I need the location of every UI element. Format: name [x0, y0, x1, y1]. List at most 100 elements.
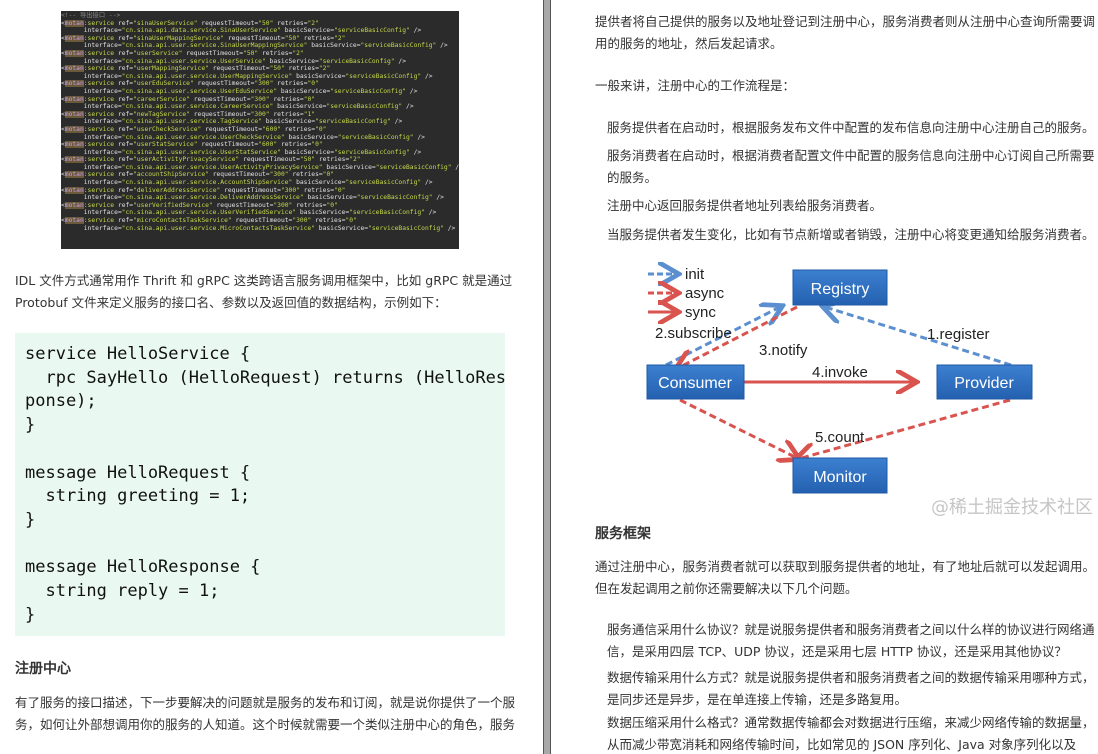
code-line: interface="cn.sina.api.user.service.User…: [61, 164, 459, 172]
code-attr: interface=: [61, 87, 122, 95]
code-tag: :service: [83, 19, 115, 27]
code-attr: requestTimeout=: [197, 141, 259, 149]
code-tag: :service: [83, 186, 115, 194]
code-tag: :service: [83, 201, 115, 209]
code-tag-prefix: motan: [64, 95, 84, 103]
registry-paragraph: 有了服务的接口描述，下一步要解决的问题就是服务的发布和订阅，就是说你提供了一个服…: [15, 692, 515, 735]
code-attr: ref=: [114, 125, 134, 133]
legend-init-label: init: [685, 266, 705, 283]
code-attr: retries=: [299, 34, 335, 42]
notify-label: 3.notify: [759, 342, 808, 359]
code-line: <motan:service ref="userEduService" requ…: [61, 80, 459, 88]
code-punct: <: [61, 141, 65, 149]
text-line: 用的服务的地址，然后发起请求。: [595, 35, 783, 51]
code-basic-service: "serviceBasicConfig": [337, 133, 414, 141]
registry-label: Registry: [811, 281, 870, 298]
code-line: interface="cn.sina.api.user.service.User…: [61, 88, 459, 96]
code-tag: :service: [83, 34, 115, 42]
code-line: interface="cn.sina.api.user.service.User…: [61, 73, 459, 81]
monitor-node: [792, 457, 888, 494]
code-punct: <: [61, 217, 65, 225]
text-line: 服务提供者在启动时，根据服务发布文件中配置的发布信息向注册中心注册自己的服务。: [607, 120, 1095, 135]
code-attr: basicService=: [307, 42, 361, 50]
code-interface: "cn.sina.api.user.service.MicroContactsT…: [121, 224, 316, 232]
code-interface: "cn.sina.api.user.service.UserActivityPr…: [121, 163, 323, 171]
code-timeout: "50": [284, 34, 300, 42]
text-line: 是同步还是异步，是在单连接上传输，还是多路复用。: [607, 691, 908, 707]
code-attr: basicService=: [292, 179, 346, 187]
code-tag: :service: [83, 110, 115, 118]
code-punct: <: [61, 156, 65, 164]
code-attr: retries=: [288, 171, 323, 179]
code-tag: :service: [83, 80, 115, 88]
code-line: <motan:service ref="userActivityPrivacyS…: [61, 156, 459, 164]
code-retries: "1": [303, 110, 316, 118]
code-punct: />: [409, 148, 422, 156]
workflow-intro: 一般来讲，注册中心的工作流程是：: [595, 78, 796, 93]
code-retries: "0": [322, 171, 335, 179]
code-ref: "accountShipService": [133, 171, 209, 179]
code-tag-prefix: motan: [64, 19, 84, 27]
code-timeout: "300": [254, 80, 274, 88]
code-punct: <: [61, 171, 65, 179]
code-punct: <: [61, 186, 65, 194]
code-tag: :service: [83, 125, 115, 133]
idl-paragraph: IDL 文件方式通常用作 Thrift 和 gRPC 这类跨语言服务调用框架中，…: [15, 270, 512, 313]
invoke-label: 4.invoke: [812, 364, 868, 381]
code-ref: "userEduService": [133, 80, 194, 88]
registry-architecture-diagram: init async sync Registry Consumer Provid…: [646, 262, 1033, 494]
code-line: interface="cn.sina.api.user.service.TagS…: [61, 118, 459, 126]
code-basic-service: "serviceBasicConfig": [356, 194, 433, 202]
code-retries: "2": [307, 19, 319, 27]
code-line: interface="cn.sina.api.user.service.User…: [61, 149, 459, 157]
text-line: 数据压缩采用什么格式？通常数据传输都会对数据进行压缩，来减少网络传输的数据量，: [607, 715, 1095, 730]
code-line: interface="cn.sina.api.user.service.Sina…: [61, 42, 459, 50]
code-line: interface="cn.sina.api.user.service.User…: [61, 134, 459, 142]
consumer-label: Consumer: [658, 375, 732, 392]
code-interface: "cn.sina.api.user.service.UserService": [121, 57, 266, 65]
code-punct: <: [61, 49, 65, 57]
code-punct: <: [61, 65, 65, 73]
code-attr: retries=: [277, 141, 312, 149]
code-attr: interface=: [61, 72, 122, 80]
code-retries: "0": [303, 95, 316, 103]
code-line: <motan:service ref="sinaUserService" req…: [61, 19, 459, 28]
code-line: <motan:service ref="userMappingService" …: [61, 65, 459, 73]
code-line: <!-- 导出接口 -->: [61, 12, 459, 20]
code-tag: :service: [83, 171, 115, 179]
code-attr: ref=: [114, 19, 134, 27]
code-attr: interface=: [61, 194, 122, 202]
text-line: 服务消费者在启动时，根据消费者配置文件中配置的服务信息向注册中心订阅自己所需要: [607, 148, 1095, 163]
code-attr: interface=: [61, 224, 122, 232]
code-line: interface="cn.sina.api.user.service.Care…: [61, 103, 459, 111]
code-attr: interface=: [61, 163, 122, 171]
code-tag-prefix: motan: [64, 141, 84, 149]
code-ref: "newTagService": [133, 110, 190, 118]
code-timeout: "300": [273, 201, 293, 209]
framework-paragraph: 通过注册中心，服务消费者就可以获取到服务提供者的地址，有了地址后就可以发起调用。…: [595, 556, 1095, 599]
code-attr: retries=: [273, 80, 308, 88]
consumer-node: [646, 364, 745, 400]
code-punct: />: [394, 57, 407, 65]
code-attr: basicService=: [277, 87, 331, 95]
code-interface: "cn.sina.api.user.service.CareerService": [121, 103, 274, 111]
code-ref: "deliverAddressService": [133, 186, 221, 194]
code-attr: ref=: [114, 110, 134, 118]
workflow-item: 注册中心返回服务提供者地址列表给服务消费者。: [607, 195, 882, 217]
code-line: <motan:service ref="userVerifiedService"…: [61, 201, 459, 210]
code-tag-prefix: motan: [64, 186, 84, 194]
code-attr: interface=: [61, 42, 122, 50]
code-tag-prefix: motan: [64, 80, 84, 88]
code-line: interface="cn.sina.api.data.service.Sina…: [61, 27, 459, 35]
code-timeout: "600": [262, 125, 281, 133]
code-attr: interface=: [61, 57, 122, 65]
code-basic-service: "serviceBasicConfig": [326, 103, 403, 111]
code-timeout: "300": [280, 186, 300, 194]
workflow-item: 当服务提供者发生变化，比如有节点新增或者销毁，注册中心将变更通知给服务消费者。: [607, 224, 1095, 246]
code-attr: basicService=: [292, 72, 346, 80]
code-attr: ref=: [114, 95, 134, 103]
code-retries: "0": [307, 80, 319, 88]
code-attr: retries=: [315, 156, 350, 164]
code-retries: "0": [311, 141, 323, 149]
count-arrow-provider: [798, 398, 1011, 459]
